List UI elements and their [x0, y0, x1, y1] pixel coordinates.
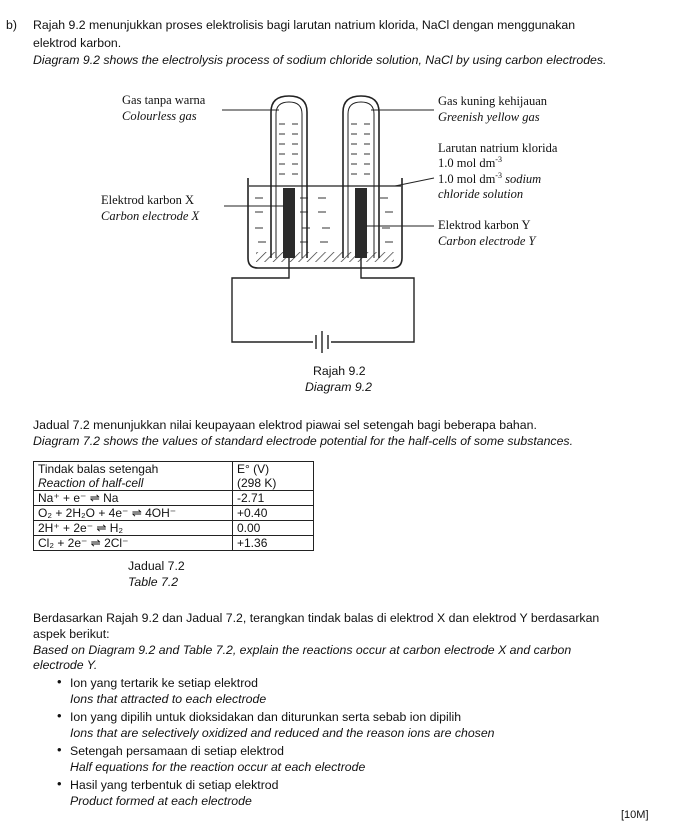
table-row: Cl₂ + 2e⁻ ⇌ 2Cl⁻+1.36	[33, 535, 314, 551]
task-en-line-1: Based on Diagram 9.2 and Table 7.2, expl…	[33, 643, 572, 657]
question-label: b)	[6, 18, 17, 32]
bullet-dot: •	[57, 742, 62, 757]
electrode-x-label-en: Carbon electrode X	[101, 209, 200, 223]
electrolysis-apparatus-drawing	[222, 95, 435, 353]
table-row: Na⁺ + e⁻ ⇌ Na-2.71	[33, 490, 314, 506]
electrolysis-diagram: Gas tanpa warna Colourless gas Gas kunin…	[0, 0, 687, 400]
potential-cell: -2.71	[232, 490, 314, 506]
electrode-x-label-ms: Elektrod karbon X	[101, 193, 195, 207]
gas-colourless-label-en: Colourless gas	[122, 109, 197, 123]
label-leader-lines	[222, 109, 435, 227]
table-caption-en: Table 7.2	[128, 575, 179, 589]
table-row: O₂ + 2H₂O + 4e⁻ ⇌ 4OH⁻+0.40	[33, 505, 314, 521]
electrode-y-label-ms: Elektrod karbon Y	[438, 218, 531, 232]
circuit-wires	[231, 258, 415, 343]
task-ms-line-2: aspek berikut:	[33, 627, 110, 641]
gas-colourless-label-ms: Gas tanpa warna	[122, 93, 206, 107]
table-caption-ms: Jadual 7.2	[128, 559, 185, 573]
bullet-3-en: Half equations for the reaction occur at…	[70, 760, 366, 774]
solution-concentration-en: 1.0 mol dm-3 sodium	[438, 170, 542, 186]
table-intro-ms: Jadual 7.2 menunjukkan nilai keupayaan e…	[33, 418, 537, 432]
bullet-1-en: Ions that attracted to each electrode	[70, 692, 267, 706]
reaction-cell: Na⁺ + e⁻ ⇌ Na	[33, 490, 233, 506]
half-cell-table: Tindak balas setengah Reaction of half-c…	[33, 461, 314, 551]
intro-malay-line-2: elektrod karbon.	[33, 36, 122, 50]
header-reaction: Tindak balas setengah Reaction of half-c…	[33, 461, 233, 491]
table-intro-en: Diagram 7.2 shows the values of standard…	[33, 434, 573, 448]
bullet-1-ms: Ion yang tertarik ke setiap elektrod	[70, 676, 258, 690]
task-ms-line-1: Berdasarkan Rajah 9.2 dan Jadual 7.2, te…	[33, 611, 600, 625]
bullet-dot: •	[57, 708, 62, 723]
gas-greenish-label-ms: Gas kuning kehijauan	[438, 94, 548, 108]
intro-malay-line-1: Rajah 9.2 menunjukkan proses elektrolisi…	[33, 18, 576, 32]
bullet-2-en: Ions that are selectively oxidized and r…	[70, 726, 495, 740]
bullet-dot: •	[57, 776, 62, 791]
battery-cell	[315, 331, 329, 353]
electrode-y-label-en: Carbon electrode Y	[438, 234, 536, 248]
solution-concentration-ms: 1.0 mol dm-3	[438, 154, 502, 170]
potential-cell: +0.40	[232, 505, 314, 521]
diagram-caption-ms: Rajah 9.2	[313, 364, 366, 378]
header-potential: E° (V) (298 K)	[232, 461, 314, 491]
solution-label-ms: Larutan natrium klorida	[438, 141, 558, 155]
gas-greenish-label-en: Greenish yellow gas	[438, 110, 540, 124]
beaker	[247, 178, 403, 269]
bullet-4-ms: Hasil yang terbentuk di setiap elektrod	[70, 778, 279, 792]
bullet-3-ms: Setengah persamaan di setiap elektrod	[70, 744, 284, 758]
carbon-electrode-y	[355, 188, 367, 258]
reaction-cell: Cl₂ + 2e⁻ ⇌ 2Cl⁻	[33, 535, 233, 551]
reaction-cell: 2H⁺ + 2e⁻ ⇌ H₂	[33, 520, 233, 536]
bullet-2-ms: Ion yang dipilih untuk dioksidakan dan d…	[70, 710, 462, 724]
marks-label: [10M]	[621, 809, 649, 821]
bullet-4-en: Product formed at each electrode	[70, 794, 252, 808]
reaction-cell: O₂ + 2H₂O + 4e⁻ ⇌ 4OH⁻	[33, 505, 233, 521]
task-en-line-2: electrode Y.	[33, 658, 98, 672]
potential-cell: +1.36	[232, 535, 314, 551]
bullet-dot: •	[57, 674, 62, 689]
diagram-caption-en: Diagram 9.2	[305, 380, 372, 394]
potential-cell: 0.00	[232, 520, 314, 536]
carbon-electrode-x	[283, 188, 295, 258]
table-header-row: Tindak balas setengah Reaction of half-c…	[33, 461, 314, 491]
solution-label-en: chloride solution	[438, 187, 524, 201]
intro-english: Diagram 9.2 shows the electrolysis proce…	[33, 53, 607, 67]
